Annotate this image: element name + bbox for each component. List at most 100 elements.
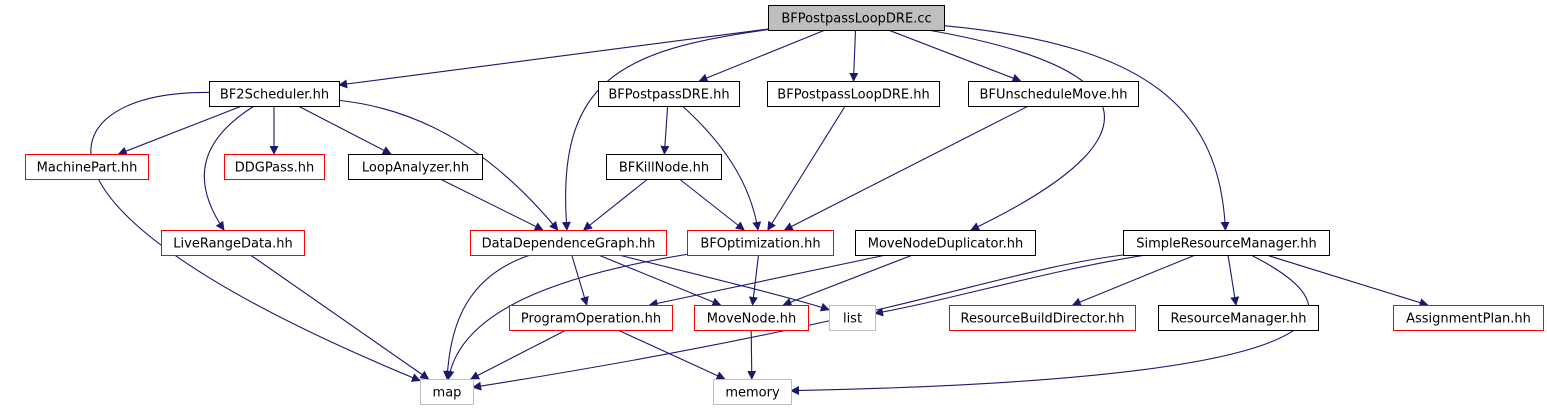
node-label-ddgpass: DDGPass.hh [235, 161, 314, 176]
edge-bf2sched-ddg [338, 99, 559, 231]
node-label-bfopt: BFOptimization.hh [700, 237, 820, 252]
node-label-machinepart: MachinePart.hh [37, 161, 138, 176]
edge-root-bfunsched [888, 29, 1022, 83]
node-srm[interactable]: SimpleResourceManager.hh [1123, 230, 1330, 256]
node-label-movenode: MoveNode.hh [707, 312, 796, 327]
node-box-bf2sched [209, 81, 340, 107]
node-label-loopanalyzer: LoopAnalyzer.hh [362, 161, 469, 176]
node-box-ddg [470, 230, 667, 256]
edge-bfopt-movenode [748, 254, 760, 306]
node-bfopt[interactable]: BFOptimization.hh [687, 230, 834, 256]
edge-root-bfpldre [849, 29, 859, 82]
node-list: list [829, 305, 876, 331]
node-progop[interactable]: ProgramOperation.hh [509, 305, 673, 331]
node-label-bfkillnode: BFKillNode.hh [619, 161, 709, 176]
node-box-loopanalyzer [348, 154, 483, 180]
edge-srm-map [472, 254, 1124, 391]
edge-mndup-movenode [782, 254, 913, 307]
edge-bfopt-map [445, 253, 688, 380]
node-box-rbd [949, 305, 1136, 331]
edge-bfpdre-bfopt [681, 105, 762, 231]
edge-ddg-map [443, 254, 531, 380]
node-label-liverange: LiveRangeData.hh [173, 237, 292, 252]
node-box-root [768, 5, 945, 31]
node-bfkillnode[interactable]: BFKillNode.hh [606, 154, 722, 180]
node-rbd[interactable]: ResourceBuildDirector.hh [949, 305, 1136, 331]
node-machinepart[interactable]: MachinePart.hh [25, 154, 149, 180]
edge-srm-memory [790, 254, 1310, 396]
node-box-aplan [1393, 305, 1544, 331]
edge-bf2sched-loopanalyzer [297, 105, 392, 155]
node-box-bfopt [687, 230, 834, 256]
node-label-rbd: ResourceBuildDirector.hh [961, 312, 1125, 327]
node-box-bfkillnode [606, 154, 722, 180]
node-label-bfpldre: BFPostpassLoopDRE.hh [777, 88, 929, 103]
edge-loopanalyzer-ddg [439, 178, 544, 231]
node-label-ddg: DataDependenceGraph.hh [482, 237, 656, 252]
node-ddg[interactable]: DataDependenceGraph.hh [470, 230, 667, 256]
node-movenode[interactable]: MoveNode.hh [694, 305, 809, 331]
edge-bf2sched-liverange [203, 105, 255, 231]
node-label-progop: ProgramOperation.hh [521, 312, 661, 327]
edge-progop-memory [617, 329, 726, 380]
node-box-bfpdre [598, 81, 740, 107]
node-box-progop [509, 305, 673, 331]
edge-srm-rbd [1071, 254, 1196, 307]
edge-bf2sched-machinepart [117, 105, 243, 156]
node-aplan[interactable]: AssignmentPlan.hh [1393, 305, 1544, 331]
node-label-srm: SimpleResourceManager.hh [1136, 237, 1316, 252]
node-label-mndup: MoveNodeDuplicator.hh [868, 237, 1023, 252]
node-loopanalyzer[interactable]: LoopAnalyzer.hh [348, 154, 483, 180]
node-ddgpass[interactable]: DDGPass.hh [224, 154, 325, 180]
node-box-srm [1123, 230, 1330, 256]
edge-ddg-list [618, 254, 830, 312]
node-box-liverange [161, 230, 305, 256]
edge-bfkillnode-bfopt [679, 178, 745, 231]
edge-root-ddg [561, 29, 769, 231]
edge-progop-map [470, 329, 567, 380]
edge-movenode-memory [747, 329, 757, 380]
edge-root-bf2sched [338, 28, 769, 89]
node-box-list [829, 305, 876, 331]
node-box-movenode [694, 305, 809, 331]
node-label-bfpdre: BFPostpassDRE.hh [608, 88, 729, 103]
edge-bfpdre-bfkillnode [660, 105, 670, 155]
node-label-memory: memory [725, 386, 780, 401]
node-label-bf2sched: BF2Scheduler.hh [220, 88, 329, 103]
node-label-map: map [433, 386, 462, 401]
node-root[interactable]: BFPostpassLoopDRE.cc [768, 5, 945, 31]
node-mndup[interactable]: MoveNodeDuplicator.hh [855, 230, 1036, 256]
edges-layer [90, 25, 1429, 396]
node-bfpldre[interactable]: BFPostpassLoopDRE.hh [767, 81, 940, 107]
edge-srm-aplan [1266, 254, 1429, 307]
node-label-resmgr: ResourceManager.hh [1170, 312, 1306, 327]
node-label-bfunsched: BFUnscheduleMove.hh [980, 88, 1128, 103]
node-map: map [420, 379, 474, 405]
edge-mndup-progop [648, 254, 887, 308]
node-resmgr[interactable]: ResourceManager.hh [1158, 305, 1319, 331]
node-box-bfpldre [767, 81, 940, 107]
node-label-aplan: AssignmentPlan.hh [1406, 312, 1531, 327]
edge-liverange-map [250, 254, 430, 380]
node-bf2sched[interactable]: BF2Scheduler.hh [209, 81, 340, 107]
edge-bfpldre-bfopt [767, 105, 846, 231]
node-bfpdre[interactable]: BFPostpassDRE.hh [598, 81, 740, 107]
node-label-root: BFPostpassLoopDRE.cc [781, 12, 931, 27]
edge-bfkillnode-ddg [583, 178, 649, 231]
node-box-resmgr [1158, 305, 1319, 331]
node-liverange[interactable]: LiveRangeData.hh [161, 230, 305, 256]
node-box-memory [713, 379, 792, 405]
node-box-ddgpass [224, 154, 325, 180]
edge-root-mndup [927, 29, 1106, 231]
node-bfunsched[interactable]: BFUnscheduleMove.hh [968, 81, 1139, 107]
node-label-list: list [843, 312, 862, 327]
edge-root-bfpdre [698, 29, 826, 83]
edge-ddg-progop [571, 254, 589, 306]
node-memory: memory [713, 379, 792, 405]
edge-srm-list [874, 254, 1147, 317]
node-box-machinepart [25, 154, 149, 180]
node-box-map [420, 379, 474, 405]
